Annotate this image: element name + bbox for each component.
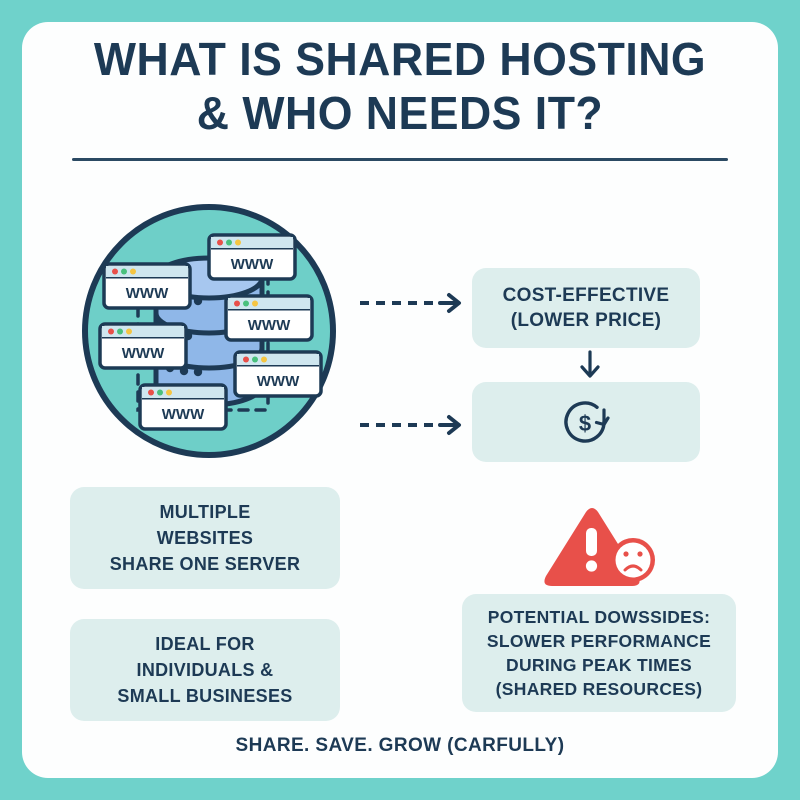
- dashed-arrow-icon: [360, 293, 461, 313]
- browser-window: WWW: [98, 322, 188, 370]
- exclamation-bar: [586, 528, 597, 556]
- exclamation-dot: [585, 560, 598, 572]
- page-title: WHAT IS SHARED HOSTING & WHO NEEDS IT?: [22, 32, 778, 140]
- warning-icon-svg: [544, 508, 655, 586]
- infographic-panel: WHAT IS SHARED HOSTING & WHO NEEDS IT?: [22, 22, 778, 778]
- card-potential-downsides-label: POTENTIAL DOWSSIDES: SLOWER PERFORMANCE …: [486, 607, 712, 699]
- card-money-back[interactable]: $: [472, 382, 700, 462]
- card-potential-downsides[interactable]: POTENTIAL DOWSSIDES: SLOWER PERFORMANCE …: [462, 594, 736, 712]
- browser-window: WWW: [233, 350, 323, 398]
- server-diagram-svg: WWW WWW: [82, 204, 336, 458]
- title-line-1: WHAT IS SHARED HOSTING: [93, 33, 707, 85]
- title-line-2: & WHO NEEDS IT?: [196, 87, 604, 139]
- header-divider: [72, 158, 728, 161]
- dashed-arrow-right-1: [358, 292, 464, 319]
- svg-text:WWW: WWW: [231, 256, 274, 273]
- browser-window: WWW: [207, 233, 297, 281]
- arrow-down-icon: [580, 350, 600, 378]
- footer: SHARE. SAVE. GROW (CARFULLY): [22, 735, 778, 757]
- warning-triangle-sad-face-icon: [534, 502, 664, 594]
- dashed-arrow-right-2: [358, 414, 464, 441]
- browser-window: WWW: [138, 383, 228, 431]
- card-multiple-websites-label: MULTIPLE WEBSITES SHARE ONE SERVER: [109, 502, 301, 574]
- money-back-dollar-icon: $: [564, 401, 610, 443]
- svg-text:WWW: WWW: [122, 345, 165, 362]
- dashed-arrow-icon: [360, 415, 461, 435]
- svg-text:WWW: WWW: [126, 285, 169, 302]
- card-ideal-for[interactable]: IDEAL FOR INDIVIDUALS & SMALL BUSINESES: [70, 619, 340, 721]
- card-cost-effective[interactable]: COST-EFFECTIVE (LOWER PRICE): [472, 268, 700, 348]
- sad-face-icon: [611, 538, 655, 582]
- shared-server-illustration: WWW WWW: [78, 200, 340, 462]
- card-multiple-websites[interactable]: MULTIPLE WEBSITES SHARE ONE SERVER: [70, 487, 340, 589]
- browser-window: WWW: [224, 294, 314, 342]
- svg-text:WWW: WWW: [162, 406, 205, 423]
- card-ideal-for-label: IDEAL FOR INDIVIDUALS & SMALL BUSINESES: [117, 634, 293, 706]
- arrow-down-connector: [578, 350, 602, 385]
- card-cost-effective-label: COST-EFFECTIVE (LOWER PRICE): [502, 285, 670, 331]
- browser-window-group: WWW WWW: [98, 233, 323, 431]
- footer-tagline: SHARE. SAVE. GROW (CARFULLY): [235, 735, 565, 756]
- browser-window: WWW: [102, 262, 192, 310]
- svg-text:WWW: WWW: [257, 373, 300, 390]
- svg-text:WWW: WWW: [248, 317, 291, 334]
- svg-text:$: $: [579, 411, 591, 436]
